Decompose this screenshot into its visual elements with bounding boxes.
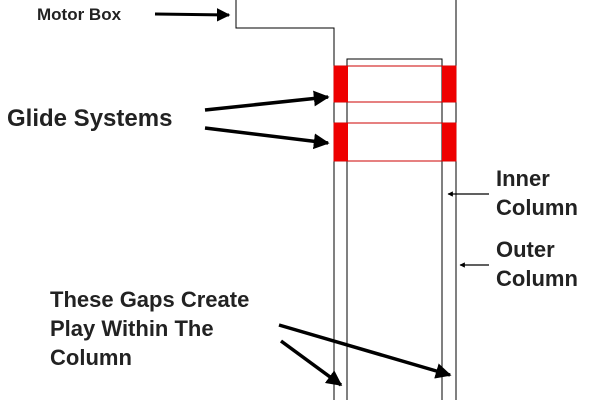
gap-arrow-right — [278, 323, 452, 379]
gaps-label-line-3: Column — [50, 345, 132, 370]
outer-column-label: Outer Column — [496, 235, 578, 293]
motor-box-label: Motor Box — [37, 5, 122, 24]
gap-arrow-left — [279, 339, 343, 387]
gaps-label: These Gaps Create Play Within The Column — [50, 285, 249, 372]
inner-column-outline — [346, 58, 443, 400]
glide-pad-left-top — [334, 66, 348, 102]
gaps-label-line-1: These Gaps Create — [50, 287, 250, 312]
glide-system-top — [333, 65, 457, 103]
outer-column-label-line-1: Outer — [496, 237, 555, 262]
inner-column-label-line-2: Column — [496, 195, 578, 220]
glide-systems-label: Glide Systems — [7, 105, 173, 132]
glide-band-top — [333, 65, 457, 103]
motor-box-arrow — [154, 8, 231, 22]
glide-pad-right-bottom — [442, 123, 456, 161]
inner-column-label: Inner Column — [496, 164, 578, 222]
outer-column-label-line-2: Column — [496, 266, 578, 291]
glide-arrow-top — [204, 90, 330, 112]
glide-system-bottom — [333, 122, 457, 162]
inner-column-label-line-1: Inner — [496, 166, 550, 191]
glide-pad-left-bottom — [334, 123, 348, 161]
glide-pad-right-top — [442, 66, 456, 102]
glide-band-bottom — [333, 122, 457, 162]
gaps-label-line-2: Play Within The — [50, 316, 214, 341]
glide-arrow-bottom — [204, 126, 330, 150]
motor-box-outline — [235, 0, 335, 400]
